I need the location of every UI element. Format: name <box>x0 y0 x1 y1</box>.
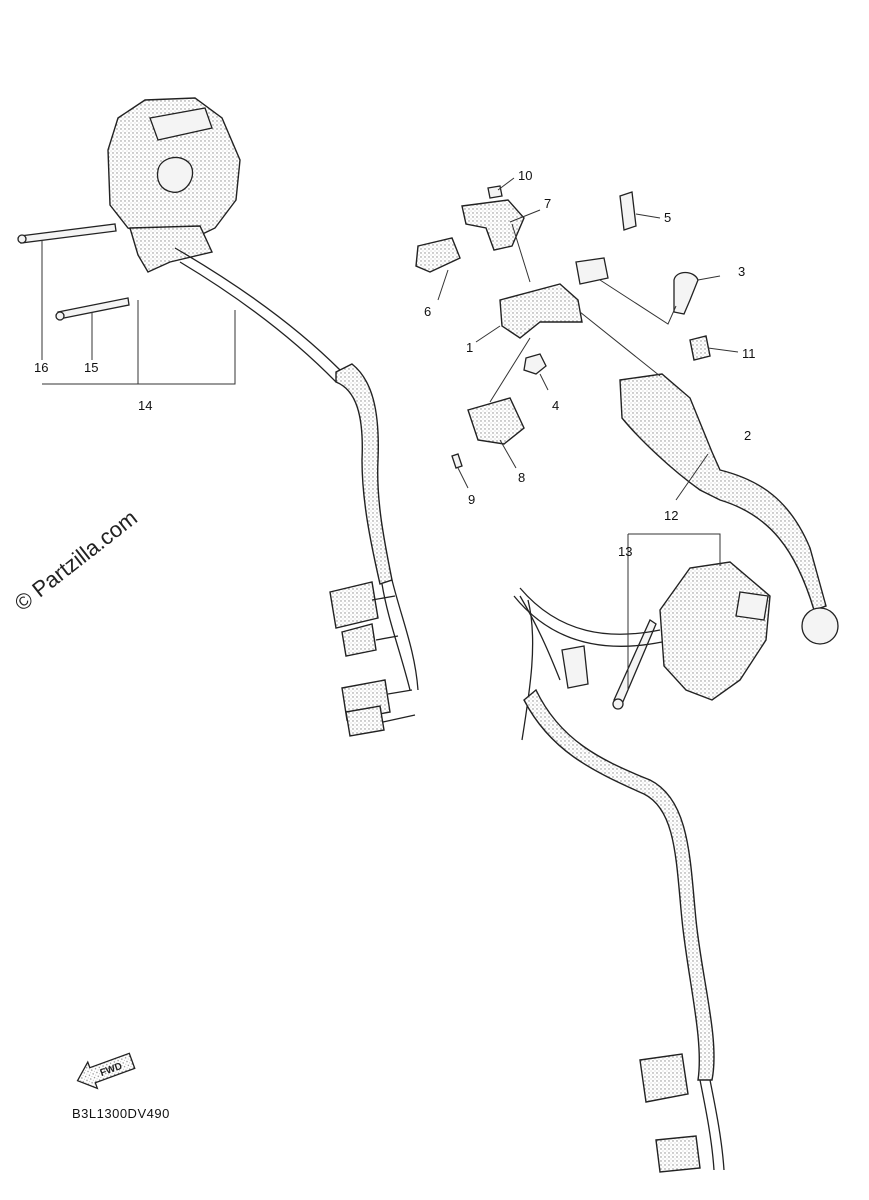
drawing-code: B3L1300DV490 <box>72 1106 170 1121</box>
right-cable-upper <box>513 587 663 647</box>
callout-10: 10 <box>518 168 532 183</box>
callout-2: 2 <box>744 428 751 443</box>
left-switch-button-top <box>149 107 213 141</box>
callout-12: 12 <box>664 508 678 523</box>
callout-4: 4 <box>552 398 559 413</box>
right-connector-a <box>639 1053 689 1103</box>
callout-13: 13 <box>618 544 632 559</box>
clamp-6 <box>415 237 461 273</box>
left-switch-dial <box>156 156 194 193</box>
callout-15: 15 <box>84 360 98 375</box>
screw-15 <box>57 297 130 320</box>
screw-16 <box>19 223 117 244</box>
clamp-7 <box>461 199 525 251</box>
callout-9: 9 <box>468 492 475 507</box>
callout-6: 6 <box>424 304 431 319</box>
callout-11: 11 <box>742 346 756 361</box>
left-cable-sleeve <box>335 363 393 585</box>
left-connector-b <box>341 623 377 657</box>
right-cable-branch <box>519 595 561 741</box>
lever-2-ball <box>801 607 839 645</box>
callout-5: 5 <box>664 210 671 225</box>
callout-7: 7 <box>544 196 551 211</box>
right-switch-assembly <box>513 561 771 1173</box>
left-cable-upper <box>174 247 341 383</box>
right-switch-housing <box>659 561 771 701</box>
right-cable-sleeve <box>523 688 715 1081</box>
switch-8 <box>467 397 525 445</box>
watermark-text: © Partzilla.com <box>10 505 142 616</box>
callout-16: 16 <box>34 360 48 375</box>
callout-1: 1 <box>466 340 473 355</box>
bolt-3 <box>673 271 699 315</box>
right-switch-button <box>735 591 769 621</box>
screw-10 <box>487 185 503 199</box>
screw-9 <box>451 453 463 469</box>
bracket-1-tab <box>575 257 609 285</box>
leader-12-bracket <box>627 533 721 690</box>
lever-2 <box>619 373 827 611</box>
leader-14-bracket <box>42 300 236 385</box>
callout-3: 3 <box>738 264 745 279</box>
bracket-1 <box>499 283 583 339</box>
adjuster-11 <box>689 335 711 361</box>
left-switch-assembly <box>17 97 419 737</box>
right-small-connector <box>561 645 589 689</box>
screw-5 <box>619 191 637 231</box>
right-connector-b <box>655 1135 701 1173</box>
right-cable-lower <box>699 1079 725 1171</box>
callout-8: 8 <box>518 470 525 485</box>
left-cable-lower <box>381 579 419 691</box>
nut-4 <box>523 353 547 375</box>
clutch-lever-parts <box>415 185 839 645</box>
left-connector-a <box>329 581 379 629</box>
left-switch-lower <box>129 225 213 273</box>
screw-13 <box>613 619 657 705</box>
callout-14: 14 <box>138 398 152 413</box>
fwd-arrow-icon: FWD <box>76 1052 136 1090</box>
left-connector-d <box>345 705 385 737</box>
